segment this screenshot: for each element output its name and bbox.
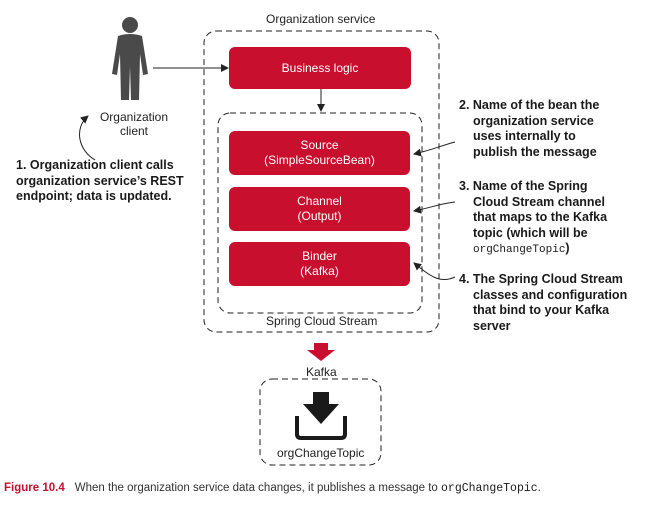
note-3-line: that maps to the Kafka — [473, 210, 608, 224]
note-1-line: organization service’s REST — [16, 173, 184, 188]
note-3-code-line: orgChangeTopic) — [459, 241, 607, 259]
topic-label: orgChangeTopic — [277, 446, 365, 460]
channel-subtitle: (Output) — [297, 209, 342, 223]
figure-number: Figure 10.4 — [4, 482, 65, 494]
source-subtitle: (SimpleSourceBean) — [264, 153, 375, 167]
binder-subtitle: (Kafka) — [300, 264, 339, 278]
note-3: 3. Name of the Spring Cloud Stream chann… — [459, 179, 607, 259]
binder-title: Binder — [302, 249, 337, 263]
spring-cloud-stream-label: Spring Cloud Stream — [266, 314, 378, 328]
business-logic-box: Business logic — [229, 47, 411, 89]
note-1-line: endpoint; data is updated. — [16, 189, 172, 203]
note-3-code: orgChangeTopic — [473, 244, 566, 256]
note-3-line: Cloud Stream channel — [473, 194, 605, 209]
note-2-line: publish the message — [473, 144, 597, 159]
note-3-line: 3. Name of the Spring — [459, 179, 588, 193]
client-label-line2: client — [119, 124, 148, 138]
note3-pointer — [413, 201, 456, 214]
spring-cloud-stream-boundary — [217, 112, 423, 314]
note-3-close: ) — [565, 241, 570, 255]
caption-code: orgChangeTopic — [441, 482, 538, 495]
kafka-label: Kafka — [306, 365, 337, 379]
channel-box: Channel (Output) — [229, 187, 410, 231]
organization-service-label: Organization service — [266, 12, 376, 26]
note-2-line: organization service — [473, 113, 594, 128]
binder-box: Binder (Kafka) — [229, 242, 410, 286]
topic-download-icon — [295, 392, 347, 440]
note-1: 1. Organization client calls organizatio… — [16, 158, 184, 205]
note-4-line: 4. The Spring Cloud Stream — [459, 272, 623, 286]
note2-pointer — [413, 141, 456, 157]
note1-pointer — [79, 115, 96, 161]
note-4-line: classes and configuration — [473, 287, 628, 302]
source-title: Source — [300, 138, 339, 152]
note-3-line: topic (which will be — [473, 225, 588, 240]
organization-client-label: Organization client — [96, 110, 172, 138]
note-4-line: server — [473, 318, 511, 333]
note-1-line: 1. Organization client calls — [16, 158, 174, 172]
organization-service-boundary — [203, 30, 440, 333]
note-2-line: uses internally to — [473, 129, 576, 143]
note4-pointer — [413, 262, 456, 281]
client-label-line1: Organization — [99, 110, 169, 124]
source-box: Source (SimpleSourceBean) — [229, 131, 410, 175]
kafka-boundary — [259, 378, 382, 466]
figure-caption: Figure 10.4 When the organization service… — [4, 482, 541, 495]
note-2-line: 2. Name of the bean the — [459, 98, 600, 112]
note-4: 4. The Spring Cloud Stream classes and c… — [459, 272, 627, 334]
note-2: 2. Name of the bean the organization ser… — [459, 98, 599, 160]
caption-end: . — [537, 482, 541, 494]
note-4-line: that bind to your Kafka — [473, 303, 610, 317]
channel-title: Channel — [297, 194, 342, 208]
person-icon — [112, 17, 148, 100]
caption-text: When the organization service data chang… — [74, 482, 438, 494]
kafka-arrow — [307, 343, 335, 361]
business-logic-label: Business logic — [281, 60, 359, 75]
